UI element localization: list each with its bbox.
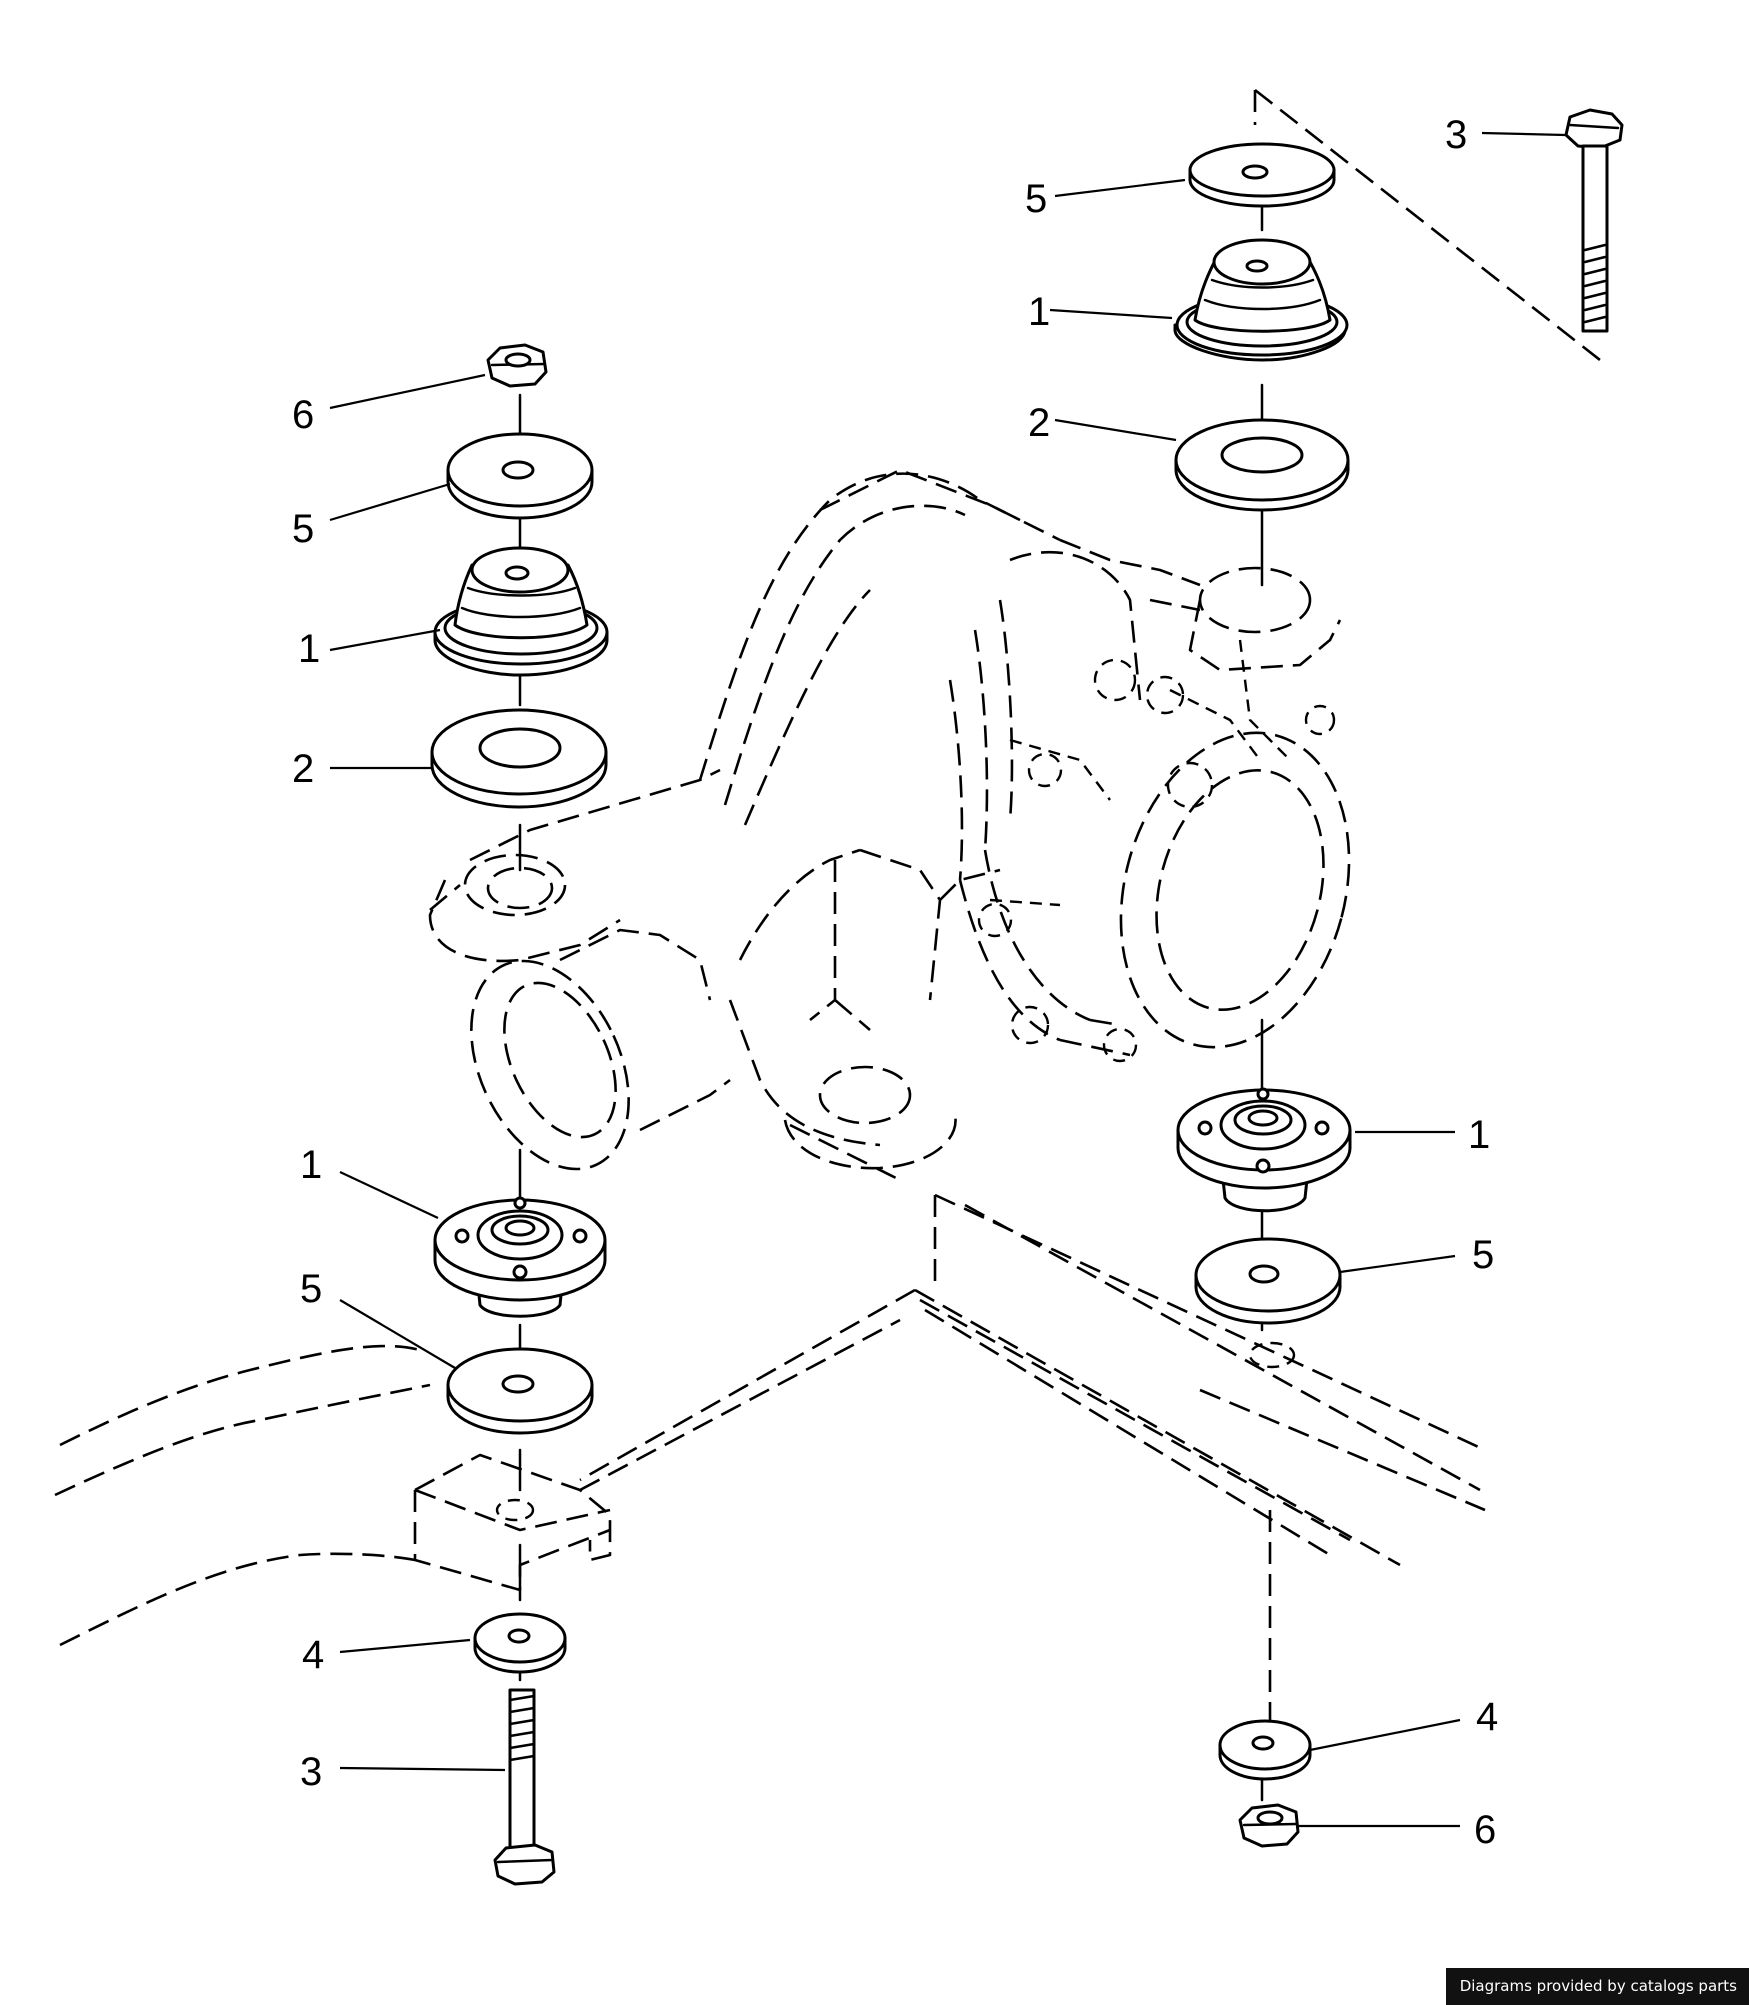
- upper-left-mount-stack: [430, 343, 609, 872]
- bolt-icon: [1564, 108, 1624, 333]
- callout-lower-left-washer: 5: [300, 1267, 322, 1311]
- washer-icon: [1188, 142, 1336, 208]
- small-washer-icon: [473, 1612, 567, 1674]
- callout-upper-left-insulator: 1: [298, 627, 320, 671]
- diagram-credit: Diagrams provided by catalogs parts: [1445, 1968, 1749, 2005]
- washer-icon: [446, 1347, 594, 1435]
- insulator-icon: [1173, 238, 1349, 362]
- callout-lower-left-insulator: 1: [300, 1143, 322, 1187]
- callout-upper-right-washer: 5: [1025, 177, 1047, 221]
- callout-upper-right-spacer: 2: [1028, 401, 1050, 445]
- upper-right-mount-stack: [1173, 88, 1624, 587]
- callout-leaders: [329, 131, 1566, 1828]
- washer-icon: [446, 432, 594, 520]
- nut-icon: [1238, 1803, 1300, 1848]
- callout-lower-left-small-washer: 4: [302, 1633, 324, 1677]
- callout-lower-right-nut: 6: [1474, 1808, 1496, 1852]
- callout-lower-left-bolt: 3: [300, 1750, 322, 1794]
- frame-crossmember: [579, 1193, 1486, 1567]
- callout-lower-right-insulator: 1: [1468, 1113, 1490, 1157]
- lower-left-mount-stack: [413, 1148, 901, 1886]
- callout-upper-right-insulator: 1: [1028, 290, 1050, 334]
- washer-icon: [1194, 1237, 1342, 1325]
- frame-rail-left: [54, 1344, 431, 1647]
- insulator-icon: [433, 1196, 607, 1318]
- callout-upper-left-washer: 5: [292, 507, 314, 551]
- bolt-icon: [493, 1688, 556, 1886]
- frame-bracket: [413, 1318, 901, 1592]
- callout-upper-left-nut: 6: [292, 393, 314, 437]
- lower-right-mount-stack: [1176, 1018, 1352, 1848]
- nut-icon: [486, 343, 548, 388]
- differential-housing: [428, 468, 1351, 1182]
- spacer-icon: [430, 708, 608, 809]
- callout-lower-right-washer: 5: [1472, 1233, 1494, 1277]
- small-washer-icon: [1218, 1719, 1312, 1781]
- callout-upper-left-spacer: 2: [292, 747, 314, 791]
- spacer-icon: [1174, 418, 1350, 512]
- insulator-icon: [1176, 1087, 1352, 1213]
- callout-lower-right-small-washer: 4: [1476, 1695, 1498, 1739]
- callout-upper-right-bolt: 3: [1445, 113, 1467, 157]
- insulator-icon: [433, 546, 609, 677]
- callout-labels: 3 5 1 2 6 5 1 2 1 5 4 3 1 5 4 6: [292, 113, 1498, 1852]
